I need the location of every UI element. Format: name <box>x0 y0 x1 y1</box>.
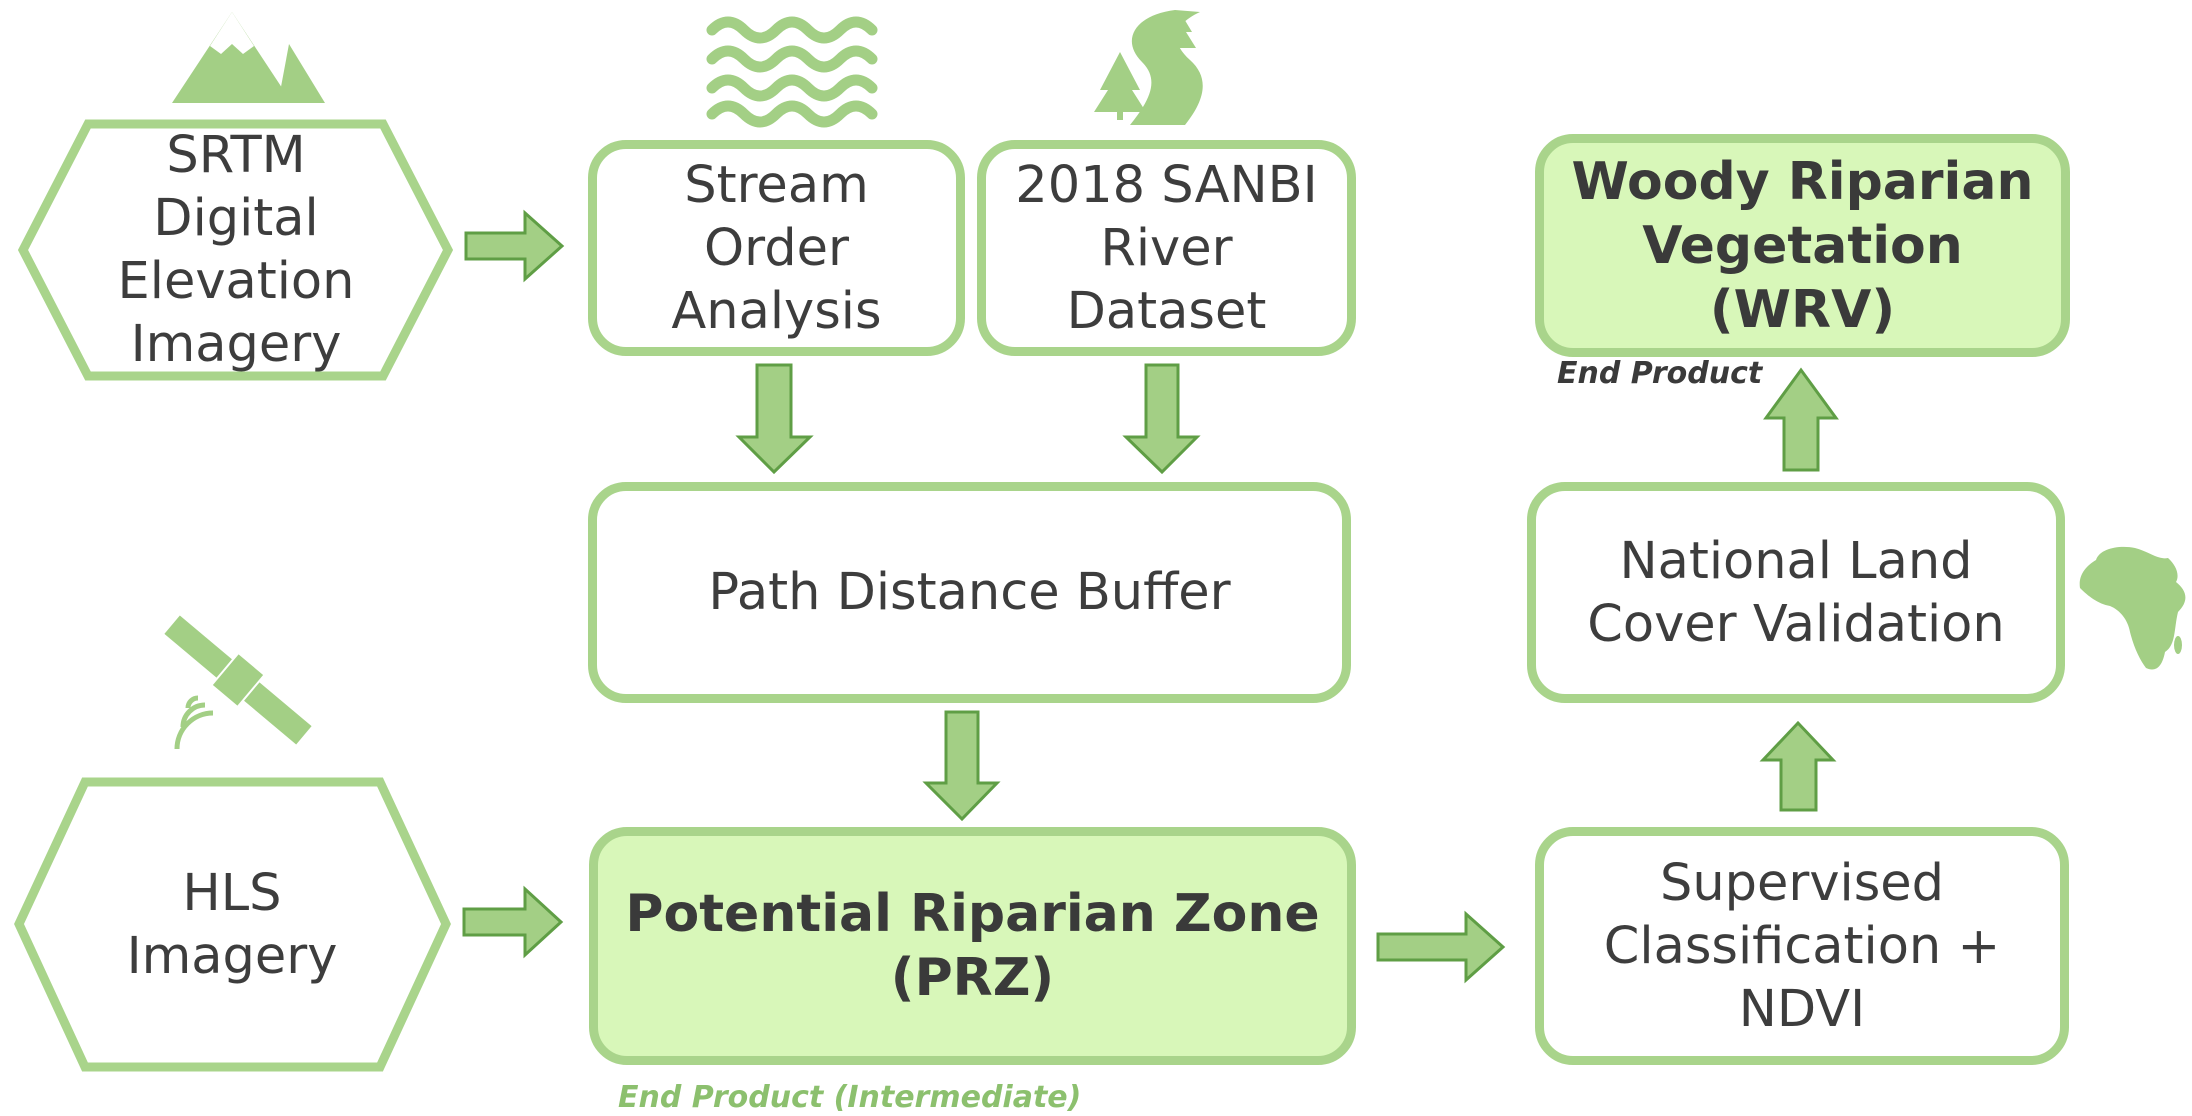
arrow-buffer-to-prz <box>922 710 1001 822</box>
srtm-hexagon <box>17 119 454 381</box>
arrow-prz-to-supervised <box>1376 910 1506 984</box>
supervised-classification-label: Supervised Classification + NDVI <box>1603 853 2001 1039</box>
srtm-label: SRTM Digital Elevation Imagery <box>117 126 355 374</box>
sanbi-river-box: 2018 SANBI River Dataset <box>977 140 1356 356</box>
arrow-hls-to-prz <box>462 885 564 959</box>
national-land-cover-box: National Land Cover Validation <box>1527 482 2065 703</box>
mountain-icon <box>172 12 325 103</box>
national-land-cover-label: National Land Cover Validation <box>1587 531 2005 654</box>
arrow-nlc-to-wrv <box>1763 367 1839 472</box>
prz-label: Potential Riparian Zone (PRZ) <box>625 884 1320 1008</box>
africa-map-icon <box>2079 546 2186 670</box>
waves-icon <box>706 16 878 128</box>
satellite-icon <box>164 615 312 750</box>
river-trees-icon <box>1094 10 1203 125</box>
end-product-note: End Product <box>1557 356 1763 391</box>
path-distance-buffer-box: Path Distance Buffer <box>588 482 1351 703</box>
arrow-srtm-to-stream <box>464 209 565 283</box>
prz-box: Potential Riparian Zone (PRZ) <box>589 827 1356 1065</box>
wrv-label: Woody Riparian Vegetation (WRV) <box>1571 151 2034 340</box>
arrow-sanbi-to-buffer <box>1122 363 1201 475</box>
supervised-classification-box: Supervised Classification + NDVI <box>1535 827 2069 1065</box>
hls-node: HLS Imagery <box>36 782 428 1067</box>
stream-order-label: Stream Order Analysis <box>671 155 882 341</box>
arrow-stream-to-buffer <box>735 363 814 475</box>
path-distance-buffer-label: Path Distance Buffer <box>708 563 1231 622</box>
hls-hexagon <box>14 777 451 1072</box>
end-product-intermediate-note: End Product (Intermediate) <box>618 1080 1082 1115</box>
stream-order-box: Stream Order Analysis <box>588 140 965 356</box>
srtm-node: SRTM Digital Elevation Imagery <box>40 124 432 376</box>
hls-label: HLS Imagery <box>126 863 338 986</box>
sanbi-river-label: 2018 SANBI River Dataset <box>1015 155 1318 341</box>
wrv-box: Woody Riparian Vegetation (WRV) <box>1535 134 2070 357</box>
arrow-supervised-to-nlc <box>1759 720 1837 812</box>
